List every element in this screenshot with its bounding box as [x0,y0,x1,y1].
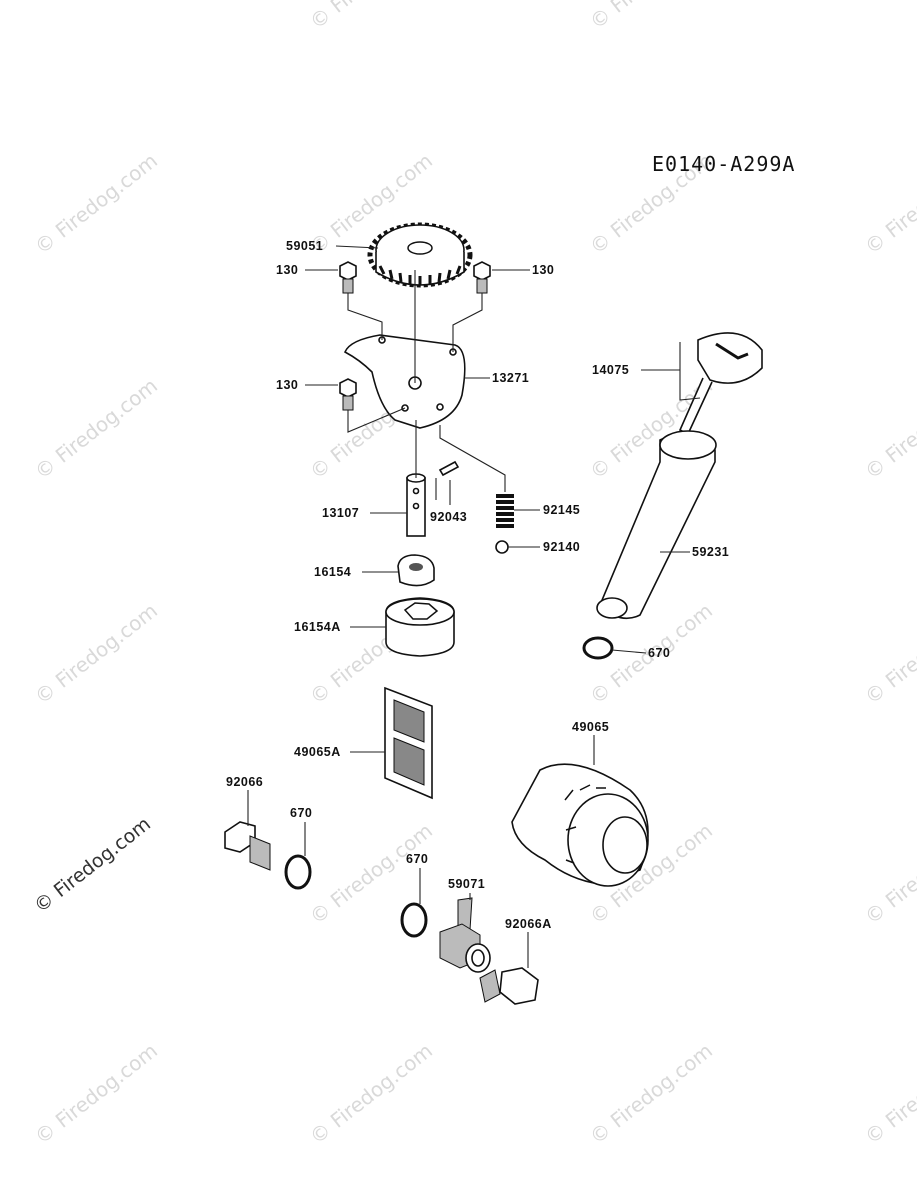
part-label-13271: 13271 [492,371,530,385]
part-label-13107: 13107 [322,506,360,520]
part-label-49065: 49065 [572,720,610,734]
part-label-92140: 92140 [543,540,581,554]
part-label-14075: 14075 [592,363,630,377]
bolt-130-right-top [473,261,491,294]
gear-59051 [367,222,473,288]
part-label-92066: 92066 [226,775,264,789]
part-label-92043: 92043 [430,510,468,524]
ball-92140 [495,540,509,554]
plug-92066 [224,821,271,871]
fitting-59071 [439,897,491,973]
dipstick-14075 [678,332,763,436]
pin-92043 [438,460,460,477]
part-label-670-left: 670 [290,806,313,820]
part-label-92066A: 92066A [505,917,552,931]
bolt-130-left-mid [339,378,357,411]
tube-59231 [596,430,717,620]
strainer-49065A [384,686,433,800]
rotor-16154A [385,597,455,657]
shaft-13107 [406,473,426,537]
part-label-59051: 59051 [286,239,324,253]
spring-92145 [496,494,514,528]
oil-filter-49065 [511,763,649,887]
bolt-130-left-top [339,261,357,294]
part-label-16154A: 16154A [294,620,341,634]
part-label-16154: 16154 [314,565,352,579]
diagram-code: E0140-A299A [652,152,796,176]
part-label-92145: 92145 [543,503,581,517]
o-ring-670-left [284,854,312,890]
part-label-670-top: 670 [648,646,671,660]
leader-lines [247,245,701,968]
part-label-130-right: 130 [532,263,555,277]
o-ring-670-mid [400,902,428,938]
o-ring-670-top [582,636,614,660]
plate-13271 [343,334,466,429]
part-label-670-mid: 670 [406,852,429,866]
part-label-59071: 59071 [448,877,486,891]
rotor-16154 [397,554,435,587]
plug-92066A [479,967,539,1005]
part-label-130-mid: 130 [276,378,299,392]
part-label-130-left: 130 [276,263,299,277]
part-label-49065A: 49065A [294,745,341,759]
part-label-59231: 59231 [692,545,730,559]
